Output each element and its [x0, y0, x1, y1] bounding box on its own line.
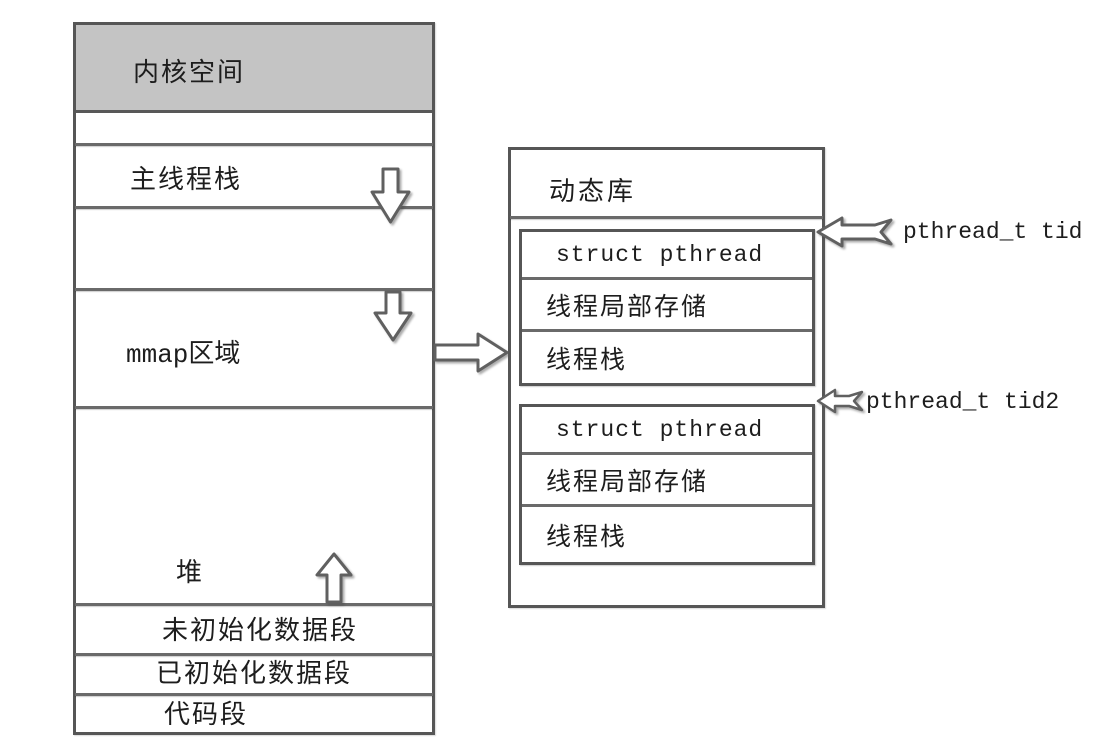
thread-stack-row: 线程栈 [546, 523, 628, 551]
struct-pthread-row: struct pthread [522, 232, 812, 280]
segment-divider [75, 143, 433, 146]
uninitialized-data-segment-label: 未初始化数据段 [161, 616, 358, 645]
thread-local-storage-row: 线程局部存储 [522, 280, 812, 332]
thread-block-tid2: struct pthread 线程局部存储 线程栈 [519, 404, 815, 565]
struct-pthread-row: struct pthread [522, 407, 812, 455]
code-segment-label: 代码段 [164, 700, 249, 729]
pthread-tid2-label: pthread_t tid2 [866, 389, 1060, 415]
right-arrow-icon [433, 330, 511, 375]
heap-label: 堆 [176, 558, 205, 587]
segment-divider [75, 406, 433, 409]
thread-block-tid: struct pthread 线程局部存储 线程栈 [519, 229, 815, 386]
segment-divider [510, 216, 823, 219]
left-arrow-icon [816, 387, 866, 416]
segment-divider [75, 693, 433, 696]
dynamic-library-label: 动态库 [549, 177, 637, 206]
left-arrow-icon [815, 215, 895, 249]
down-arrow-icon [372, 290, 414, 343]
down-arrow-icon [368, 167, 412, 225]
segment-kernel-space: 内核空间 [76, 25, 432, 113]
segment-divider [75, 653, 433, 656]
thread-local-storage-row: 线程局部存储 [522, 455, 812, 507]
mmap-region-label: mmap区域 [126, 340, 241, 370]
segment-divider [75, 206, 433, 209]
segment-divider [75, 603, 433, 606]
pthread-tid-label: pthread_t tid [903, 219, 1083, 245]
dynamic-library-box: 动态库 struct pthread 线程局部存储 线程栈 struct pth… [508, 147, 825, 608]
up-arrow-icon [313, 552, 355, 604]
initialized-data-segment-label: 已初始化数据段 [155, 659, 352, 688]
kernel-space-label: 内核空间 [133, 57, 246, 87]
segment-divider [75, 288, 433, 291]
main-thread-stack-label: 主线程栈 [130, 165, 243, 194]
thread-stack-row: 线程栈 [546, 346, 628, 374]
process-address-space-box: 内核空间 主线程栈 mmap区域 堆 未初始化数据段 已初始化数据段 [73, 22, 435, 735]
